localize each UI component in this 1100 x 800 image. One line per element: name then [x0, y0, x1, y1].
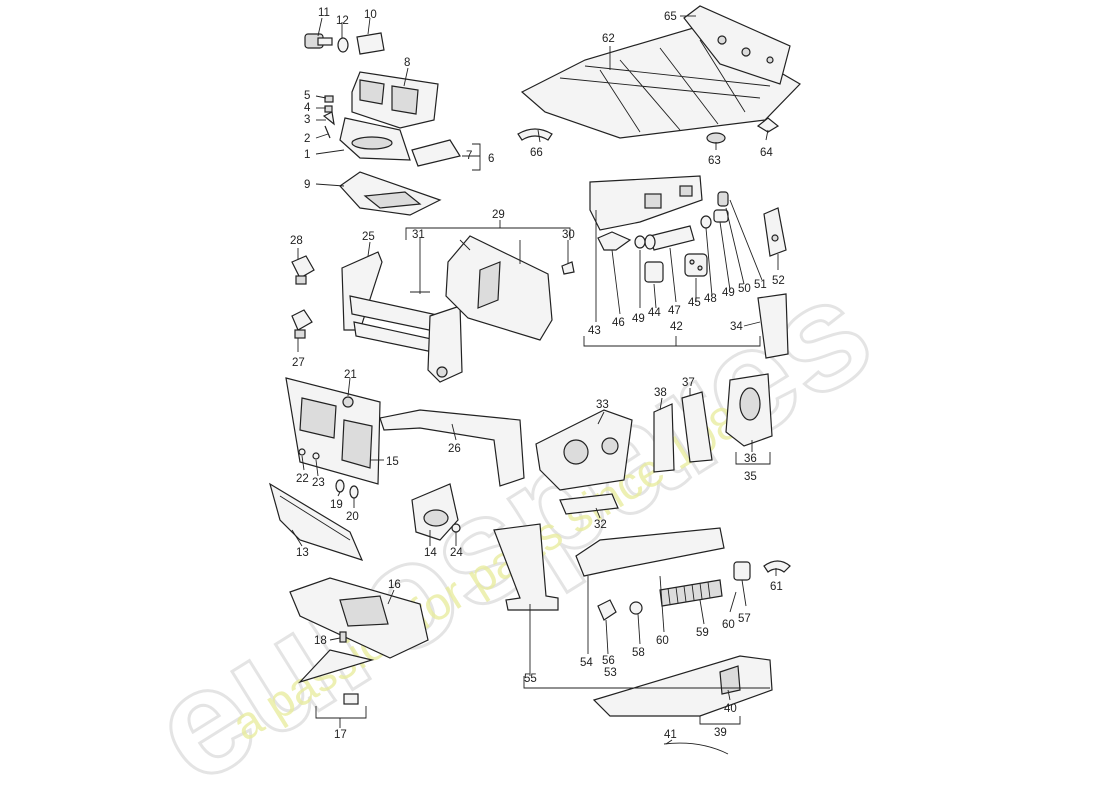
callout-16: 16 [388, 579, 401, 591]
callout-50: 50 [738, 283, 751, 295]
callout-7: 7 [466, 150, 472, 162]
callout-17: 17 [334, 729, 347, 741]
callout-59: 59 [696, 627, 709, 639]
callout-60b: 60 [722, 619, 735, 631]
callout-26: 26 [448, 443, 461, 455]
callout-53: 53 [604, 667, 617, 679]
callout-28: 28 [290, 235, 303, 247]
callout-13: 13 [296, 547, 309, 559]
callout-41: 41 [664, 729, 677, 741]
callout-57: 57 [738, 613, 751, 625]
callout-29: 29 [492, 209, 505, 221]
callout-44: 44 [648, 307, 661, 319]
callout-34: 34 [730, 321, 743, 333]
callout-52: 52 [772, 275, 785, 287]
callout-21: 21 [344, 369, 357, 381]
front-bumper-bracket-group [304, 32, 461, 216]
callout-60a: 60 [656, 635, 669, 647]
callout-39: 39 [714, 727, 727, 739]
callout-62: 62 [602, 33, 615, 45]
callout-24: 24 [450, 547, 463, 559]
callout-38: 38 [654, 387, 667, 399]
callout-65: 65 [664, 11, 677, 23]
callout-14: 14 [424, 547, 437, 559]
callout-6: 6 [488, 153, 494, 165]
floor-pan-group [517, 5, 801, 144]
frame-assembly-group [291, 235, 575, 383]
callout-12: 12 [336, 15, 349, 27]
callout-1: 1 [304, 149, 310, 161]
callout-64: 64 [760, 147, 773, 159]
callout-30: 30 [562, 229, 575, 241]
callout-15: 15 [386, 456, 399, 468]
callout-3: 3 [304, 114, 310, 126]
callout-48: 48 [704, 293, 717, 305]
callout-61: 61 [770, 581, 783, 593]
callout-4: 4 [304, 102, 311, 114]
callout-8: 8 [404, 57, 410, 69]
callout-47: 47 [668, 305, 681, 317]
callout-58: 58 [632, 647, 645, 659]
callout-46: 46 [612, 317, 625, 329]
callout-5: 5 [304, 90, 310, 102]
callout-18: 18 [314, 635, 327, 647]
callout-19: 19 [330, 499, 343, 511]
callout-labels: 11 12 10 8 5 4 3 2 1 7 6 9 65 62 66 63 6… [290, 7, 785, 741]
callout-10: 10 [364, 9, 377, 21]
callout-11: 11 [318, 7, 330, 19]
callout-9: 9 [304, 179, 310, 191]
callout-40: 40 [724, 703, 737, 715]
callout-2: 2 [304, 133, 310, 145]
front-panel-group [269, 377, 525, 705]
callout-42: 42 [670, 321, 683, 333]
callout-36: 36 [744, 453, 757, 465]
callout-55: 55 [524, 673, 537, 685]
callout-35: 35 [744, 471, 757, 483]
callout-49a: 49 [632, 313, 645, 325]
callout-63: 63 [708, 155, 721, 167]
leader-lines [291, 15, 779, 745]
callout-43: 43 [588, 325, 601, 337]
callout-33: 33 [596, 399, 609, 411]
callout-45: 45 [688, 297, 701, 309]
callout-27: 27 [292, 357, 305, 369]
callout-31: 31 [412, 229, 425, 241]
callout-22: 22 [296, 473, 309, 485]
callout-23: 23 [312, 477, 325, 489]
front-crossmember-group [589, 175, 787, 283]
callout-56: 56 [602, 655, 615, 667]
side-panel-group [493, 293, 791, 755]
callout-51: 51 [754, 279, 767, 291]
callout-54: 54 [580, 657, 593, 669]
callout-32: 32 [594, 519, 607, 531]
callout-20: 20 [346, 511, 359, 523]
callout-37: 37 [682, 377, 695, 389]
callout-49b: 49 [722, 287, 735, 299]
callout-25: 25 [362, 231, 375, 243]
callout-66: 66 [530, 147, 543, 159]
